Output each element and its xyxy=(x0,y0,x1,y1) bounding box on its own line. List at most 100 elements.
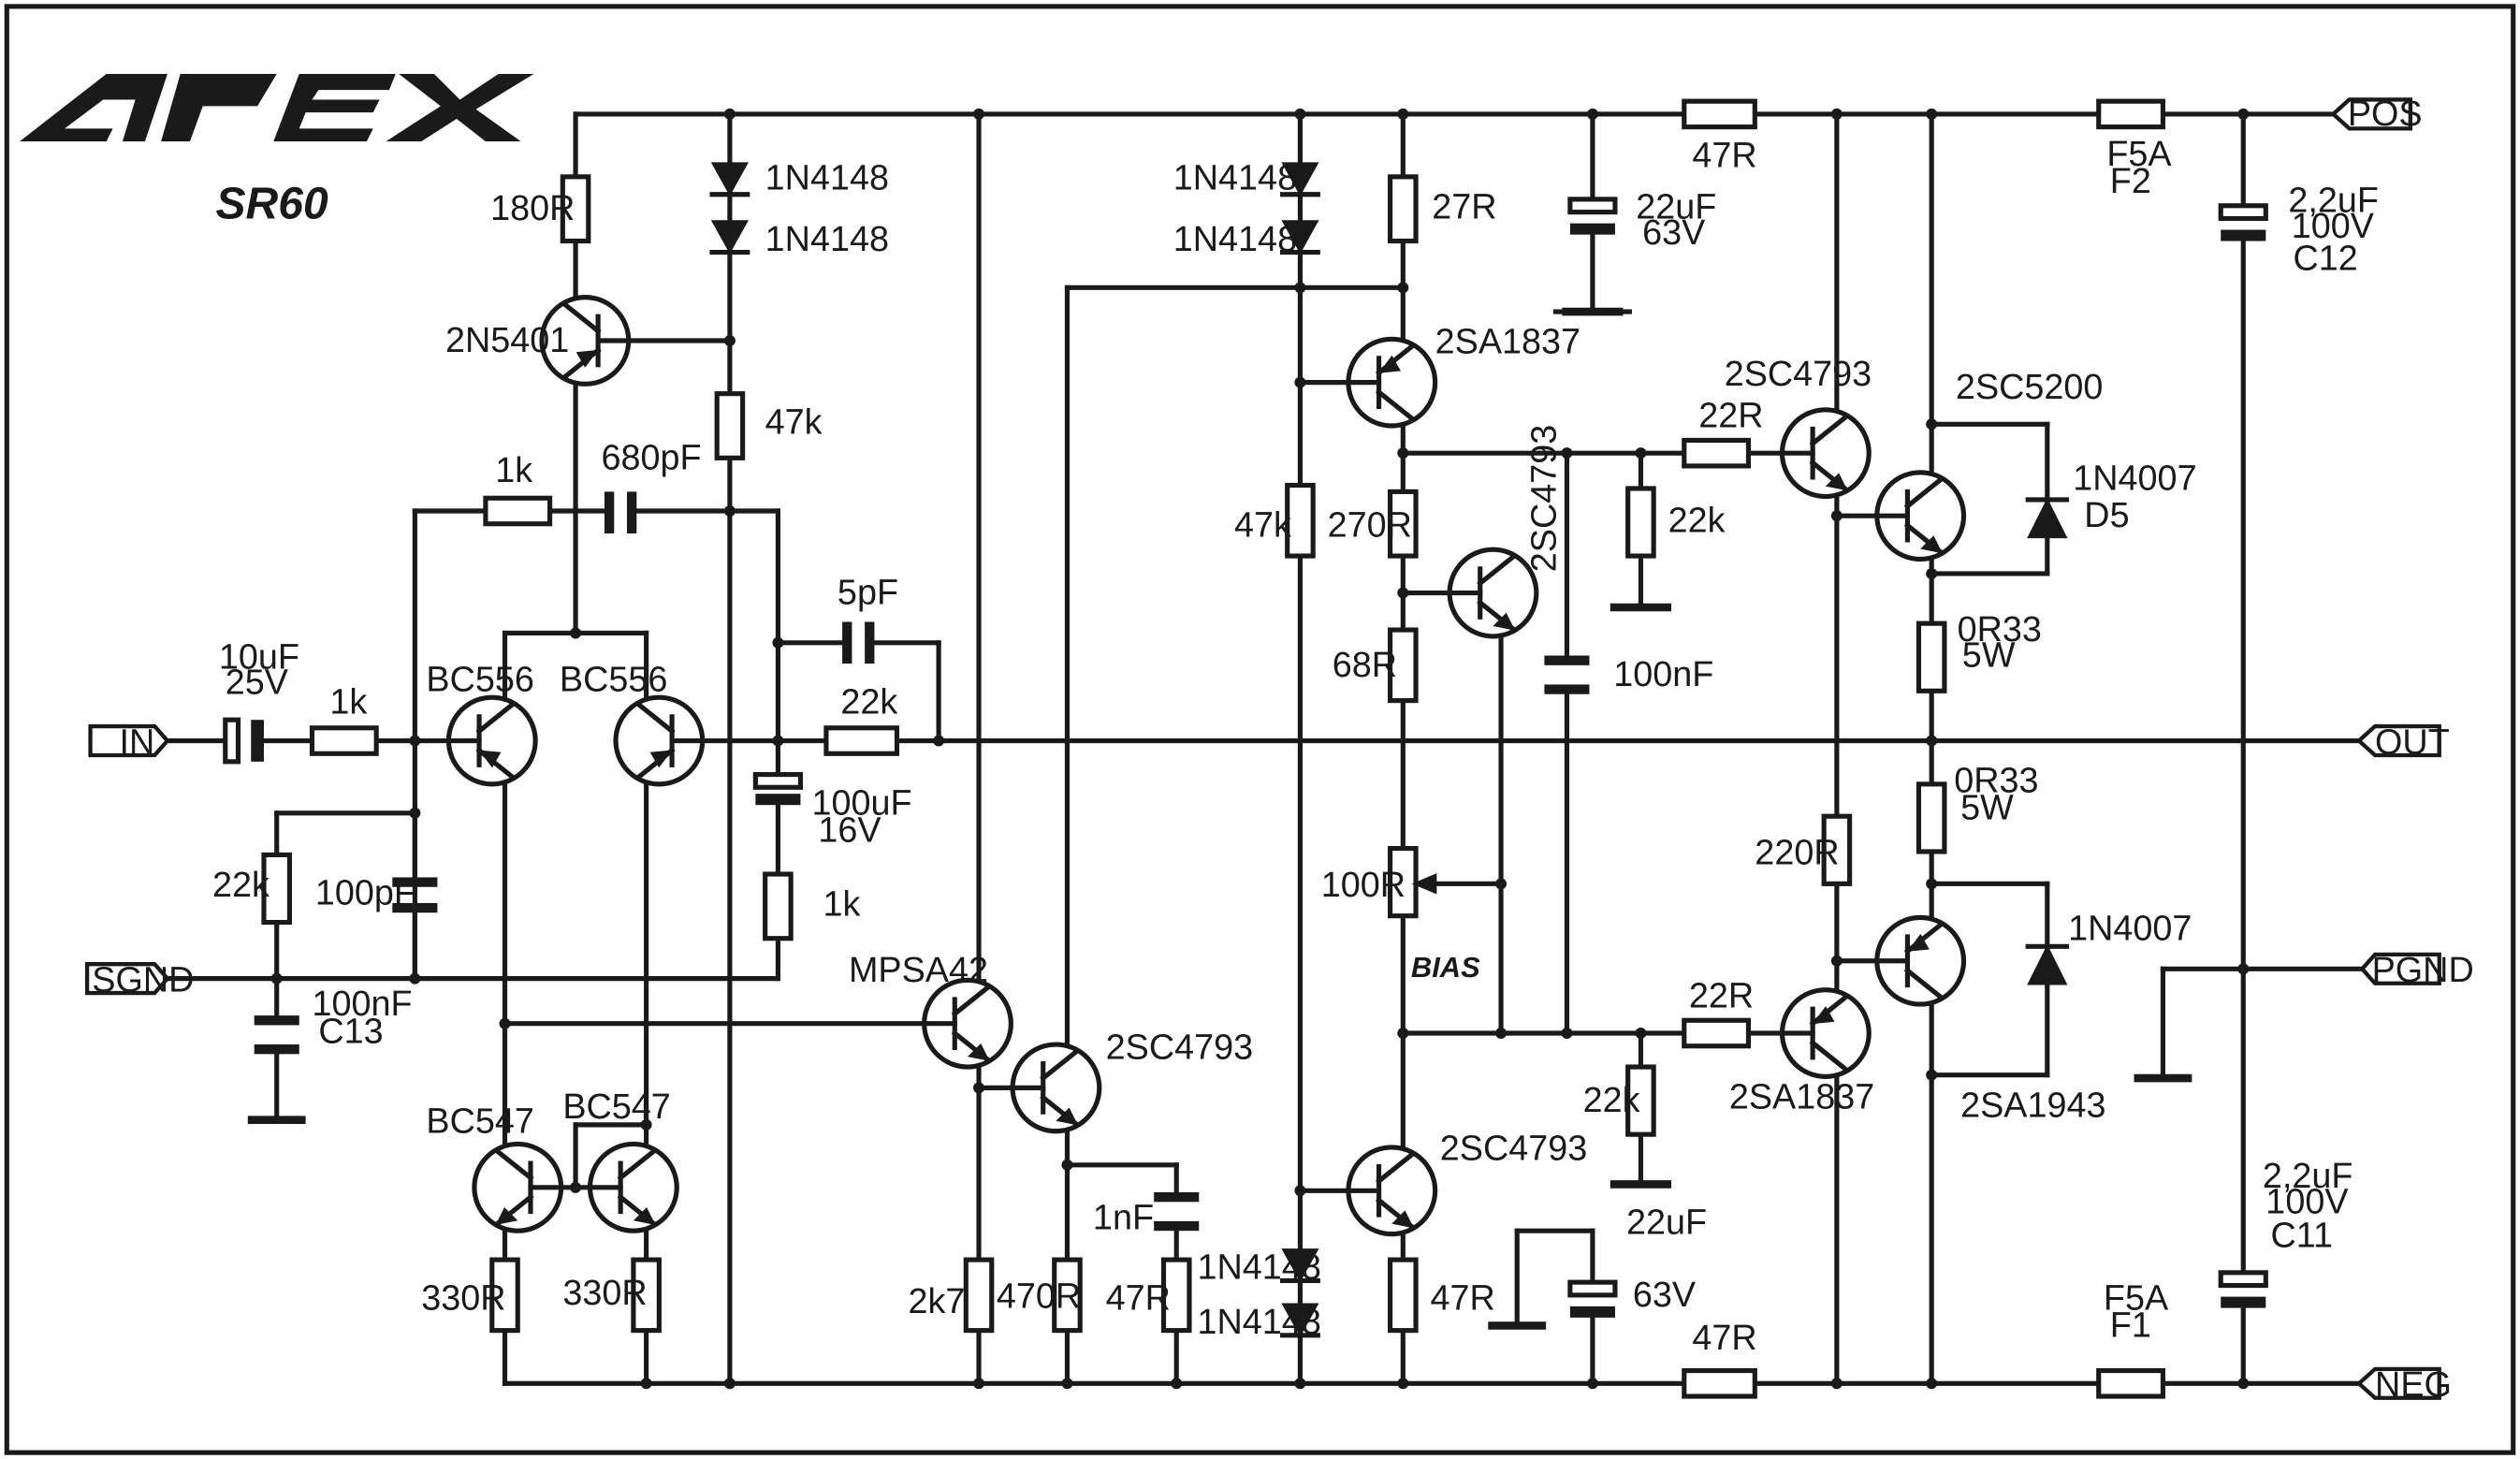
resistor-27r xyxy=(1387,174,1419,244)
resistors xyxy=(261,98,2166,1399)
capacitors xyxy=(223,197,2268,1318)
label-27r: 27R xyxy=(1432,188,1496,227)
label-47r-neg: 47R xyxy=(1692,1319,1756,1358)
resistor-47r-low xyxy=(1387,1257,1419,1334)
label-100r-bias: 100R xyxy=(1321,866,1406,905)
label-5w-a: 5W xyxy=(1962,636,2016,676)
diode-1n4007-b xyxy=(2027,944,2068,985)
label-2k7: 2k7 xyxy=(908,1282,965,1321)
label-63v-b: 63V xyxy=(1633,1276,1697,1315)
label-270r: 270R xyxy=(1328,505,1412,545)
label-bc547-b: BC547 xyxy=(562,1087,670,1127)
resistor-330r-a xyxy=(489,1257,520,1334)
resistor-270r xyxy=(1387,489,1419,559)
label-c11: C11 xyxy=(2270,1216,2332,1255)
transistor-2sa1943 xyxy=(1877,917,1964,1004)
label-0r33-b: 0R33 xyxy=(1954,761,2038,800)
label-f1: F1 xyxy=(2110,1306,2151,1346)
label-63v-a: 63V xyxy=(1642,213,1706,253)
label-5pf: 5pF xyxy=(838,574,898,613)
port-pgnd: PGND xyxy=(2359,951,2474,990)
resistor-22k-feedback xyxy=(823,725,900,756)
cap-100nf-c13 xyxy=(254,1015,299,1026)
transistor-bc547-b xyxy=(590,1144,677,1231)
ground-symbols xyxy=(247,307,2192,1330)
cap-22uf-a xyxy=(1567,197,1618,215)
label-1n4148-3: 1N4148 xyxy=(1173,159,1297,198)
label-c12: C12 xyxy=(2294,239,2358,278)
label-2sa1837-driver: 2SA1837 xyxy=(1729,1078,1874,1117)
label-2-2uf-c11: 2,2uF xyxy=(2263,1157,2353,1196)
resistor-22r-a xyxy=(1682,437,1752,469)
label-22k-input: 22k xyxy=(212,866,269,905)
label-47r-low: 47R xyxy=(1430,1278,1494,1318)
label-1n4007-a: 1N4007 xyxy=(2073,460,2196,499)
label-47k-b: 47k xyxy=(1234,505,1291,545)
label-330r-b: 330R xyxy=(562,1274,647,1313)
cap-680pf xyxy=(604,491,615,534)
port-sgnd-label: SGND xyxy=(92,960,194,999)
label-2sc4793-vas: 2SC4793 xyxy=(1106,1028,1253,1067)
resistor-22k-b xyxy=(1625,1064,1656,1137)
label-0r33-a: 0R33 xyxy=(1958,610,2042,649)
label-c13: C13 xyxy=(318,1012,383,1051)
label-100nf-c13: 100nF xyxy=(312,985,412,1024)
label-100pf: 100pF xyxy=(315,874,415,913)
diode-1n4148-4 xyxy=(1281,220,1319,255)
cap-100pf xyxy=(392,877,438,887)
label-47r-vas: 47R xyxy=(1106,1278,1171,1318)
resistor-47r-vas xyxy=(1160,1257,1192,1334)
label-1k-feedback: 1k xyxy=(495,451,532,490)
port-neg-label: NEG xyxy=(2375,1365,2452,1405)
transistor-2sc4793-bias xyxy=(1449,549,1537,636)
label-2n5401: 2N5401 xyxy=(445,321,569,360)
resistor-1k-feedback xyxy=(483,495,553,527)
diode-1n4148-2 xyxy=(710,220,749,255)
label-470r: 470R xyxy=(997,1277,1081,1317)
cap-1nf xyxy=(1154,1191,1200,1203)
label-330r-a: 330R xyxy=(421,1278,505,1318)
label-22uf-b: 22uF xyxy=(1626,1204,1707,1243)
diode-1n4148-5 xyxy=(1281,1248,1319,1283)
label-1n4148-2: 1N4148 xyxy=(765,220,889,259)
cap-100uf xyxy=(752,771,804,790)
resistor-47k-b xyxy=(1285,482,1316,559)
label-2sc4793-bias: 2SC4793 xyxy=(1524,425,1564,572)
resistor-0r33-a xyxy=(1915,620,1947,693)
cap-c12 xyxy=(2218,203,2268,222)
label-10uf: 10uF xyxy=(219,637,299,677)
resistor-1k-b xyxy=(763,871,794,941)
label-22r-a: 22R xyxy=(1698,397,1763,436)
transistor-bc547-a xyxy=(474,1144,561,1231)
component-labels: 180R 1N4148 1N4148 2N5401 47k 1k 680pF 5… xyxy=(212,135,2379,1358)
transistor-2sc4793-low xyxy=(1348,1147,1435,1234)
transistor-bc556-a xyxy=(448,697,535,784)
label-100uf: 100uF xyxy=(811,783,911,823)
cap-c11 xyxy=(2218,1270,2268,1289)
label-2sa1837-a: 2SA1837 xyxy=(1435,323,1580,362)
label-1n4148-4: 1N4148 xyxy=(1173,220,1297,259)
transistor-2sc5200 xyxy=(1877,473,1964,560)
label-47k-a: 47k xyxy=(765,403,823,443)
port-in-label: IN xyxy=(119,722,154,762)
label-1n4148-5: 1N4148 xyxy=(1198,1248,1321,1288)
port-sgnd: SGND xyxy=(84,960,194,999)
diode-1n4007-d5 xyxy=(2027,497,2068,539)
fuse-f1 xyxy=(2096,1367,2166,1399)
transistor-mpsa42 xyxy=(925,980,1012,1067)
port-in: IN xyxy=(88,722,170,762)
label-680pf: 680pF xyxy=(602,438,702,477)
label-f2: F2 xyxy=(2110,162,2151,201)
fuse-f2 xyxy=(2096,98,2166,130)
label-180r: 180R xyxy=(490,189,575,228)
label-bias: BIAS xyxy=(1411,951,1480,984)
transistor-2sa1837-driver xyxy=(1783,990,1870,1077)
diodes xyxy=(709,162,2069,1338)
resistor-47k-a xyxy=(714,391,746,460)
model-name: SR60 xyxy=(215,179,328,229)
label-bc556-a: BC556 xyxy=(426,660,533,699)
resistor-47r-pos xyxy=(1682,98,1757,130)
label-16v: 16V xyxy=(818,811,881,851)
label-2sc4793-low: 2SC4793 xyxy=(1440,1130,1587,1169)
